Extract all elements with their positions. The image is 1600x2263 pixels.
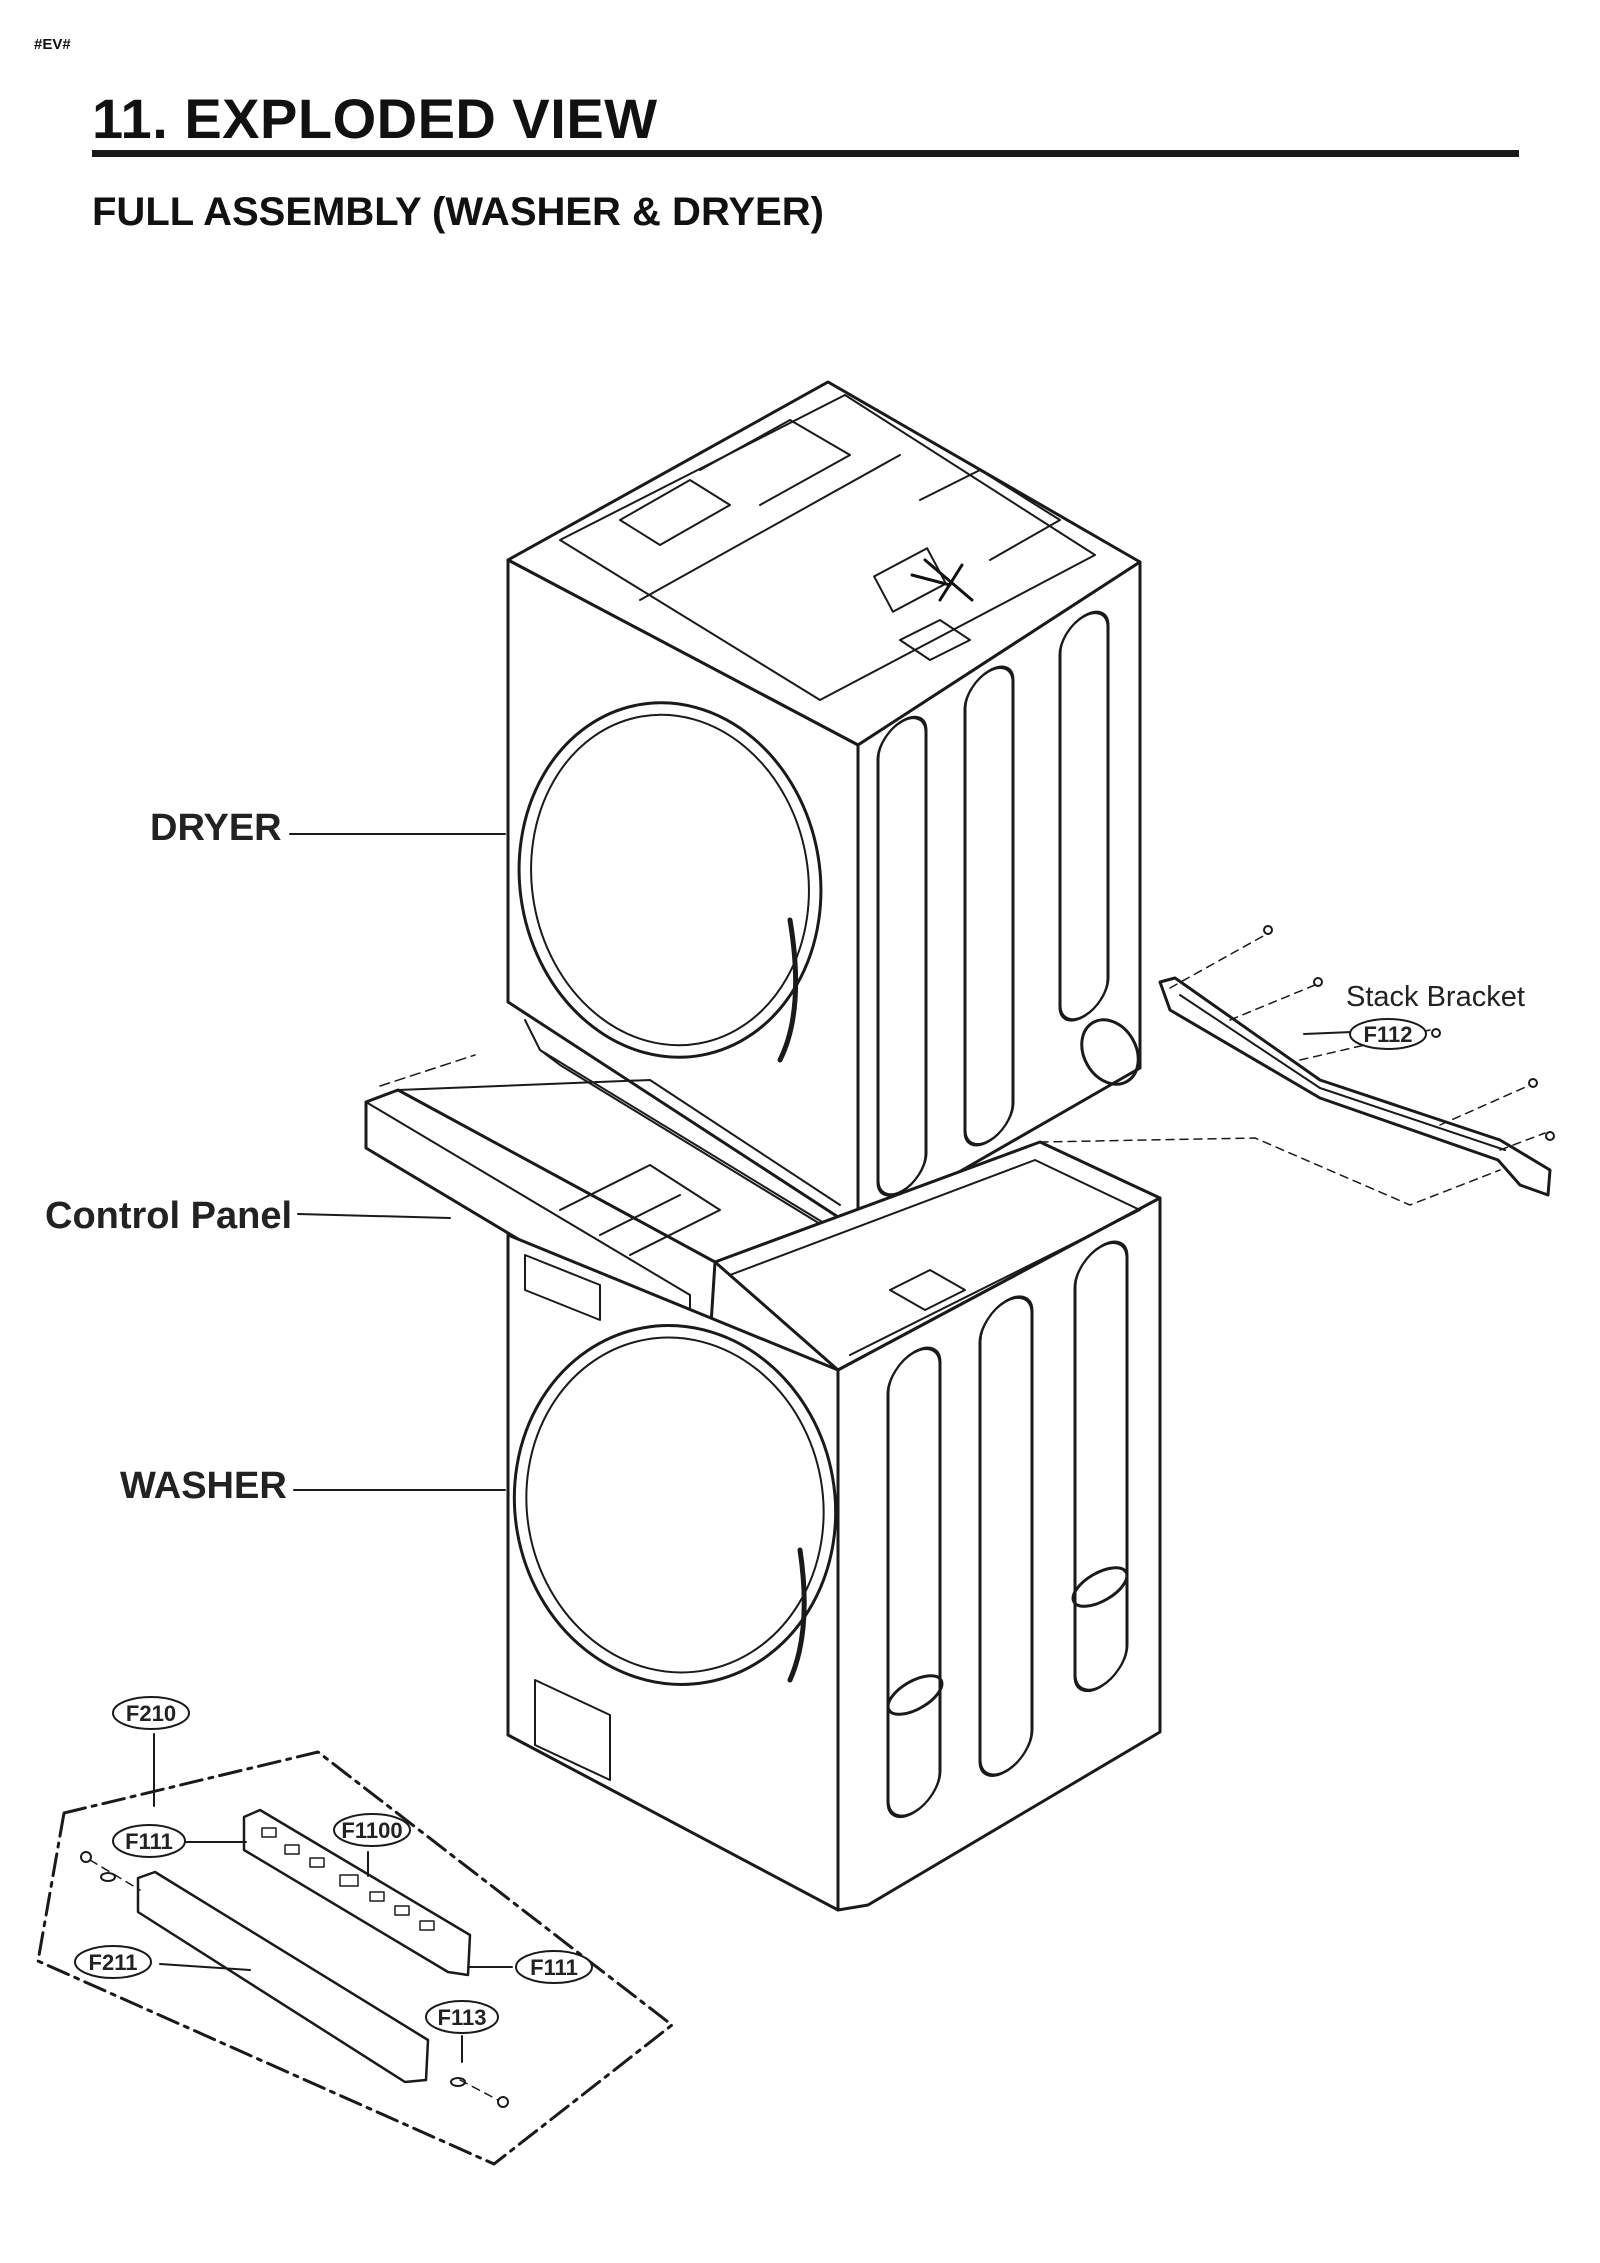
callout-f113-text: F113 <box>438 2005 487 2030</box>
callout-f210: F210 <box>112 1696 190 1730</box>
callout-f1100-text: F1100 <box>341 1818 402 1843</box>
callout-f210-text: F210 <box>126 1701 176 1726</box>
stack-bracket <box>1039 925 1555 1206</box>
document-tag: #EV# <box>34 36 71 53</box>
dryer-unit <box>506 380 1142 1246</box>
callout-f113: F113 <box>425 2000 499 2034</box>
section-subtitle: FULL ASSEMBLY (WASHER & DRYER) <box>92 190 824 234</box>
callout-f1100: F1100 <box>333 1813 411 1847</box>
control-panel-drawer <box>364 1054 841 1344</box>
leader-lines <box>153 833 1353 2063</box>
callout-f111-left: F111 <box>112 1824 186 1858</box>
dryer-label: DRYER <box>150 807 282 849</box>
callout-f211: F211 <box>74 1945 152 1979</box>
control-panel-subassembly <box>36 1750 674 2166</box>
washer-unit <box>506 1140 1162 1912</box>
callout-f211-text: F211 <box>89 1950 138 1975</box>
stack-bracket-label: Stack Bracket <box>1346 981 1525 1013</box>
callout-f111-right-text: F111 <box>530 1955 578 1980</box>
callout-f111-left-text: F111 <box>125 1829 173 1854</box>
control-panel-label: Control Panel <box>45 1195 292 1237</box>
page-title: 11. EXPLODED VIEW <box>92 87 658 150</box>
callout-f112-text: F112 <box>1364 1022 1413 1047</box>
title-rule <box>92 150 1519 157</box>
callout-f112: F112 <box>1349 1018 1427 1050</box>
washer-label: WASHER <box>120 1465 287 1507</box>
callout-f111-right: F111 <box>515 1950 593 1984</box>
